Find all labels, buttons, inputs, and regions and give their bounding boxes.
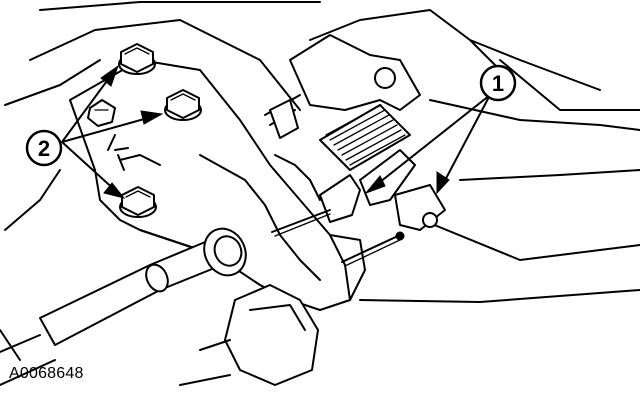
shifter-bracket [69, 59, 366, 311]
shift-lever-shaft [0, 227, 247, 386]
upper-housing [264, 34, 421, 139]
selector-lever [319, 149, 446, 231]
callout-2: 2 [25, 129, 63, 167]
bolt-bottom [119, 186, 157, 218]
callout-2-leaders [61, 64, 164, 199]
selector-cable-2 [341, 231, 405, 267]
lower-linkage [179, 284, 319, 386]
body-panel-outline [0, 1, 640, 361]
callout-1: 1 [479, 64, 517, 102]
selector-cable-1 [271, 209, 331, 237]
bracket-fastener [87, 99, 116, 127]
bolt-top [118, 43, 156, 75]
callout-1-number: 1 [492, 71, 504, 96]
callout-2-number: 2 [38, 136, 50, 161]
callout-1-leaders [364, 94, 491, 195]
figure-id-label: A0068648 [9, 365, 84, 382]
return-spring [319, 104, 411, 171]
bolt-middle [164, 89, 202, 121]
